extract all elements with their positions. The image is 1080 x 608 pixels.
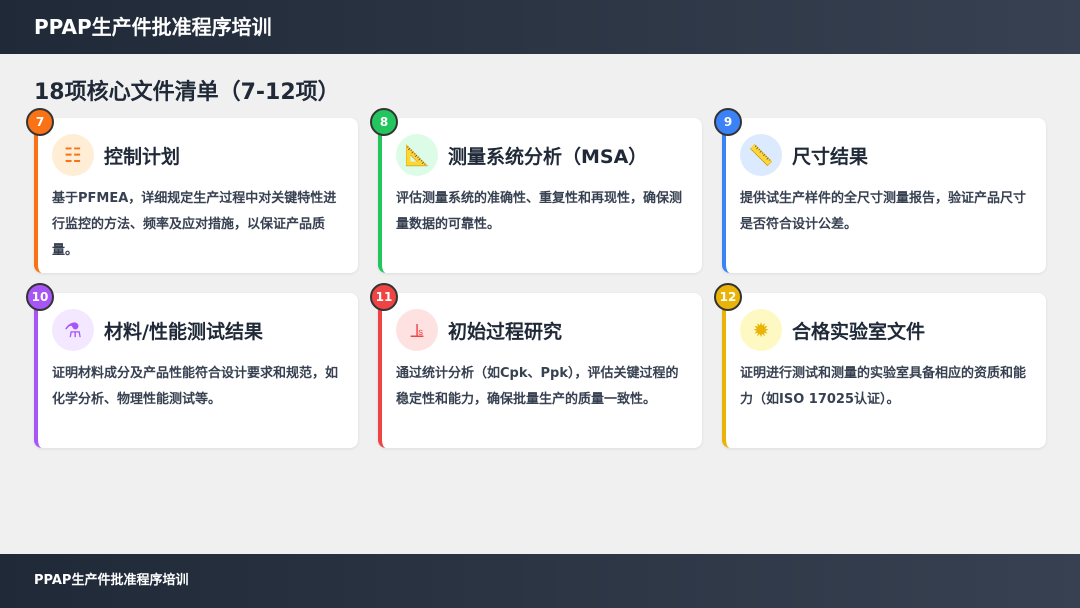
card-title: 尺寸结果 [792,146,869,168]
number-badge: 9 [714,108,742,136]
number-badge: 8 [370,108,398,136]
ruler-icon: 📏 [740,134,782,176]
page-title: 18项核心文件清单（7-12项） [34,80,340,105]
document-card: 12 ✹ 合格实验室文件 证明进行测试和测量的实验室具备相应的资质和能力（如IS… [714,283,1046,448]
card-description: 基于PFMEA，详细规定生产过程中对关键特性进行监控的方法、频率及应对措施，以保… [52,191,337,258]
card-description: 证明材料成分及产品性能符合设计要求和规范，如化学分析、物理性能测试等。 [52,366,339,407]
header-bar: PPAP生产件批准程序培训 [0,0,1080,54]
ruler-combined-icon: 📐 [396,134,438,176]
document-card: 7 ☷ 控制计划 基于PFMEA，详细规定生产过程中对关键特性进行监控的方法、频… [26,108,358,273]
footer-bar: PPAP生产件批准程序培训 [0,554,1080,608]
number-badge: 12 [714,283,742,311]
card-title: 测量系统分析（MSA） [448,146,648,168]
card-description: 证明进行测试和测量的实验室具备相应的资质和能力（如ISO 17025认证）。 [740,366,1027,407]
chart-icon: ⫡ [396,309,438,351]
card-description: 评估测量系统的准确性、重复性和再现性，确保测量数据的可靠性。 [396,191,683,232]
card-title: 合格实验室文件 [792,321,926,343]
certificate-icon: ✹ [740,309,782,351]
checklist-icon: ☷ [52,134,94,176]
footer-title: PPAP生产件批准程序培训 [34,573,189,588]
document-card: 11 ⫡ 初始过程研究 通过统计分析（如Cpk、Ppk），评估关键过程的稳定性和… [370,283,702,448]
number-badge: 11 [370,283,398,311]
card-description: 通过统计分析（如Cpk、Ppk），评估关键过程的稳定性和能力，确保批量生产的质量… [396,366,679,407]
document-card: 10 ⚗ 材料/性能测试结果 证明材料成分及产品性能符合设计要求和规范，如化学分… [26,283,358,448]
card-title: 材料/性能测试结果 [104,321,263,343]
document-card: 8 📐 测量系统分析（MSA） 评估测量系统的准确性、重复性和再现性，确保测量数… [370,108,702,273]
number-badge: 10 [26,283,54,311]
card-title: 初始过程研究 [448,321,563,343]
document-card: 9 📏 尺寸结果 提供试生产样件的全尺寸测量报告，验证产品尺寸是否符合设计公差。 [714,108,1046,273]
header-title: PPAP生产件批准程序培训 [34,15,272,39]
card-title: 控制计划 [104,146,181,168]
number-badge: 7 [26,108,54,136]
card-description: 提供试生产样件的全尺寸测量报告，验证产品尺寸是否符合设计公差。 [740,191,1027,232]
flask-icon: ⚗ [52,309,94,351]
